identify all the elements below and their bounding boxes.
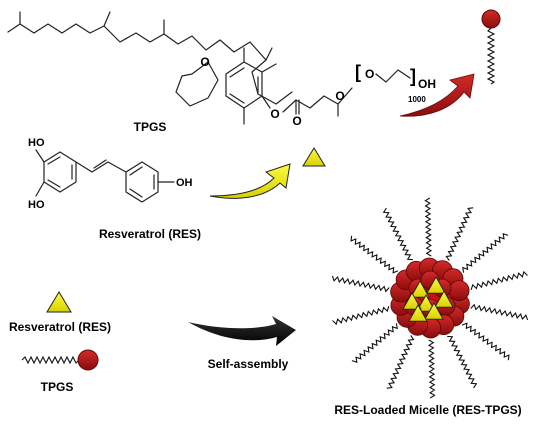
tpgs-tail-top bbox=[486, 27, 496, 85]
tpgs-structure-label: TPGS bbox=[134, 120, 167, 134]
res-structure-label: Resveratrol (RES) bbox=[99, 227, 201, 241]
tpgs-repeat-subscript: 1000 bbox=[408, 95, 426, 104]
micelle-res-triangle bbox=[410, 280, 430, 298]
resveratrol-structure: HO HO OH Resveratrol (RES) bbox=[28, 137, 201, 241]
res-ho-bottom: HO bbox=[28, 199, 45, 211]
res-oh-bond-bottom bbox=[35, 181, 45, 197]
red-curved-arrow bbox=[399, 73, 475, 117]
tpgs-ester-oxygen: O bbox=[270, 107, 279, 121]
tpgs-schematic-top bbox=[481, 9, 501, 85]
micelle-tail bbox=[351, 323, 398, 364]
tpgs-phytyl-chain bbox=[7, 23, 267, 61]
micelle-tail bbox=[462, 232, 509, 273]
res-ring-b bbox=[125, 161, 159, 203]
tpgs-peg-oxygen: O bbox=[365, 67, 374, 81]
res-vinyl-db bbox=[93, 159, 107, 169]
res-triangle-single bbox=[302, 147, 326, 167]
tpgs-ring-oxygen: O bbox=[200, 55, 209, 69]
legend-tpgs-label: TPGS bbox=[41, 380, 74, 394]
legend-res-triangle bbox=[46, 291, 72, 313]
micelle-tail bbox=[382, 207, 413, 261]
tpgs-open-bracket: [ bbox=[355, 62, 361, 82]
tpgs-c2-methyl bbox=[265, 47, 273, 61]
tpgs-terminal-oh: OH bbox=[418, 77, 436, 91]
tpgs-benzene-ring bbox=[225, 61, 263, 109]
micelle-res-triangle bbox=[416, 294, 436, 312]
res-vinyl-bridge bbox=[75, 161, 127, 173]
res-ring-a-db1 bbox=[47, 156, 61, 165]
micelle-res-triangle bbox=[424, 302, 444, 320]
tpgs-ester-bond bbox=[261, 95, 271, 109]
micelle-res-triangle bbox=[426, 276, 446, 294]
micelle-label: RES-Loaded Micelle (RES-TPGS) bbox=[334, 403, 521, 417]
tpgs-double-bond-1 bbox=[229, 67, 245, 78]
tpgs-peg-chain bbox=[375, 69, 411, 83]
legend-tpgs-head bbox=[77, 349, 99, 371]
self-assembly-arrow bbox=[188, 316, 296, 346]
micelle-tail bbox=[470, 303, 529, 321]
tpgs-succinate-chain bbox=[282, 87, 353, 113]
micelle-tail bbox=[332, 306, 390, 326]
micelle-res-triangle bbox=[434, 290, 454, 308]
tpgs-double-bond-3 bbox=[229, 93, 245, 104]
tpgs-methyl-2 bbox=[261, 63, 277, 73]
res-ring-b-db1 bbox=[129, 166, 143, 176]
micelle-tail bbox=[350, 235, 399, 274]
tpgs-carbonyl-oxygen-2: O bbox=[335, 89, 344, 103]
micelle-tail bbox=[427, 339, 436, 399]
micelle-tail bbox=[424, 197, 433, 257]
tpgs-ring-link bbox=[251, 59, 293, 105]
micelle-tail bbox=[470, 270, 528, 290]
res-ho-top: HO bbox=[28, 137, 45, 149]
legend-tpgs-tail bbox=[21, 355, 80, 365]
micelle-tail bbox=[447, 335, 478, 389]
yellow-curved-arrow bbox=[209, 163, 291, 199]
micelle-tail bbox=[445, 207, 474, 261]
micelle bbox=[331, 197, 529, 399]
legend-res-label: Resveratrol (RES) bbox=[9, 320, 111, 334]
micelle-res-triangle bbox=[408, 304, 428, 322]
tpgs-structure: O O O O [ O ] OH 1000 TPGS bbox=[7, 11, 436, 134]
res-oh-right: OH bbox=[176, 177, 193, 189]
res-oh-bond-top bbox=[35, 149, 45, 163]
tpgs-close-bracket: ] bbox=[410, 66, 416, 86]
res-ring-b-db3 bbox=[129, 188, 143, 198]
legend: Resveratrol (RES) TPGS bbox=[9, 291, 111, 394]
tpgs-carbonyl-oxygen-1: O bbox=[292, 114, 301, 128]
micelle-tail bbox=[331, 275, 390, 293]
micelle-tail bbox=[386, 335, 415, 389]
tpgs-head-top bbox=[481, 9, 501, 29]
micelle-res-triangle bbox=[402, 292, 422, 310]
tpgs-chain-branch-2 bbox=[103, 11, 111, 27]
self-assembly-label: Self-assembly bbox=[208, 357, 289, 371]
res-ring-a-db3 bbox=[47, 179, 61, 188]
micelle-head-sphere bbox=[448, 280, 470, 302]
tpgs-chroman-ring bbox=[175, 61, 219, 107]
res-ring-a bbox=[43, 151, 77, 193]
micelle-tail bbox=[461, 322, 510, 361]
